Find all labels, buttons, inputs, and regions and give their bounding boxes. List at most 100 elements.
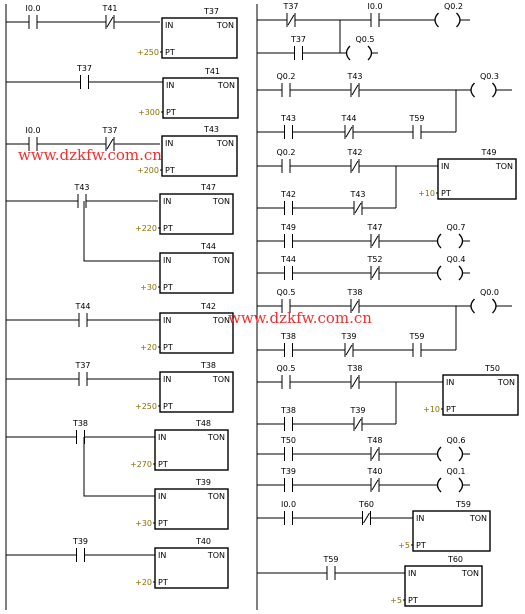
- no-contact-t44: T44: [257, 255, 320, 280]
- contact-label: T37: [282, 2, 298, 11]
- nc-contact-t40: T40: [320, 467, 430, 492]
- contact-label: T50: [280, 436, 296, 445]
- timer-in-label: IN: [165, 139, 173, 148]
- coil-q0-7: Q0.7: [430, 223, 470, 249]
- contact-label: T41: [101, 4, 117, 13]
- coil-arc-left: [436, 446, 442, 462]
- contact-slash: [354, 202, 362, 214]
- coil-label: Q0.4: [446, 255, 465, 264]
- contact-label: T37: [290, 35, 306, 44]
- timer-pt-label: PT: [158, 460, 168, 469]
- contact-slash: [345, 344, 353, 356]
- timer-in-label: IN: [158, 551, 166, 560]
- timer-in-label: IN: [166, 81, 174, 90]
- contact-slash: [371, 235, 379, 247]
- contact-slash: [106, 16, 114, 28]
- timer-pt-label: PT: [163, 343, 173, 352]
- nc-contact-t39: T39: [320, 406, 396, 431]
- nc-contact-t43: T43: [320, 190, 396, 215]
- coil-arc-left: [470, 82, 475, 98]
- timer-box: [442, 374, 519, 416]
- timer-box: [159, 252, 234, 294]
- timer-type: TON: [216, 139, 234, 148]
- no-contact-q0-5: Q0.5: [257, 288, 315, 313]
- coil-arc-right: [367, 45, 373, 61]
- timer-box: [162, 77, 239, 119]
- timer-preset: +270: [130, 460, 152, 469]
- timer-type: TON: [212, 256, 230, 265]
- watermark-text: www.dzkfw.com.cn: [228, 309, 372, 327]
- timer-pt-label: PT: [163, 402, 173, 411]
- nc-contact-t47: T47: [320, 223, 430, 248]
- no-contact-t50: T50: [257, 436, 320, 461]
- contact-label: Q0.2: [276, 148, 295, 157]
- timer-type: TON: [461, 569, 479, 578]
- no-contact-t44: T44: [6, 302, 160, 327]
- timer-box: [412, 510, 491, 552]
- timer-type: TON: [212, 197, 230, 206]
- nc-contact-t48: T48: [320, 436, 430, 461]
- contact-label: I0.0: [281, 500, 296, 509]
- contact-label: T44: [74, 302, 90, 311]
- branch-wire: [83, 437, 155, 497]
- timer-name: T40: [195, 537, 211, 546]
- no-contact-i0-0: I0.0: [325, 2, 425, 27]
- timer-in-label: IN: [416, 514, 424, 523]
- timer-preset: +5: [398, 541, 410, 550]
- contact-label: T39: [349, 406, 365, 415]
- timer-box: [161, 135, 238, 177]
- coil-q0-5: Q0.5: [340, 35, 378, 61]
- no-contact-t42: T42: [257, 190, 320, 215]
- contact-label: T37: [76, 64, 92, 73]
- nc-contact-t38: T38: [315, 288, 395, 313]
- no-contact-i0-0: I0.0: [6, 126, 60, 151]
- timer-name: T44: [200, 242, 216, 251]
- contact-label: T52: [366, 255, 382, 264]
- contact-label: T39: [72, 537, 88, 546]
- no-contact-t37: T37: [6, 64, 163, 89]
- coil-arc-right: [492, 298, 497, 314]
- timer-type: TON: [207, 551, 225, 560]
- timer-name: T47: [200, 183, 216, 192]
- timer-name: T38: [200, 361, 216, 370]
- contact-label: T38: [346, 288, 362, 297]
- no-contact-t37: T37: [6, 361, 160, 386]
- contact-label: Q0.2: [276, 72, 295, 81]
- timer-in-label: IN: [441, 162, 449, 171]
- contact-label: T42: [280, 190, 296, 199]
- contact-label: I0.0: [367, 2, 382, 11]
- no-contact-t59: T59: [257, 555, 405, 580]
- contact-label: T43: [73, 183, 89, 192]
- contact-label: T39: [340, 332, 356, 341]
- timer-pt-label: PT: [441, 189, 451, 198]
- no-contact-q0-5: Q0.5: [257, 364, 315, 389]
- no-contact-t37: T37: [257, 35, 340, 60]
- coil-arc-right: [458, 446, 464, 462]
- contact-slash: [363, 512, 370, 524]
- timer-preset: +10: [423, 405, 440, 414]
- contact-slash: [354, 418, 362, 430]
- nc-contact-t38: T38: [315, 364, 395, 389]
- coil-arc-left: [345, 45, 351, 61]
- coil-arc-right: [458, 233, 464, 249]
- contact-label: Q0.5: [276, 364, 295, 373]
- contact-label: T43: [349, 190, 365, 199]
- nc-contact-t37: T37: [60, 126, 160, 151]
- no-contact-t38: T38: [257, 332, 320, 357]
- no-contact-i0-0: I0.0: [6, 4, 60, 29]
- contact-label: T59: [408, 332, 424, 341]
- contact-label: T38: [280, 332, 296, 341]
- timer-preset: +30: [135, 519, 152, 528]
- contact-label: T43: [280, 114, 296, 123]
- no-contact-t39: T39: [257, 467, 320, 492]
- nc-contact-t42: T42: [315, 148, 395, 173]
- coil-label: Q0.1: [446, 467, 465, 476]
- timer-box: [154, 429, 229, 471]
- contact-label: T37: [74, 361, 90, 370]
- timer-type: TON: [497, 378, 515, 387]
- timer-in-label: IN: [446, 378, 454, 387]
